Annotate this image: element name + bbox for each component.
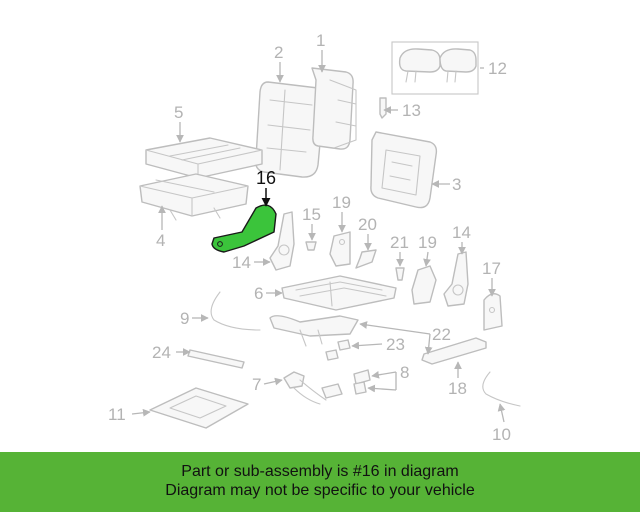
part-20-latch — [355, 249, 377, 269]
leader-lines — [131, 50, 506, 423]
part-19-bracket-left — [329, 231, 351, 267]
part-8-clips — [353, 369, 371, 395]
part-22-handle — [269, 315, 359, 347]
callout-12: 12 — [488, 59, 507, 78]
part-24-trim-strip — [187, 349, 245, 369]
callout-20: 20 — [358, 215, 377, 234]
callout-8: 8 — [400, 363, 409, 382]
part-19-bracket-right — [411, 265, 437, 305]
part-6-seat-track — [281, 275, 397, 311]
part-11-floor-panel — [149, 387, 249, 429]
callout-4: 4 — [156, 231, 165, 250]
part-7-cable — [283, 371, 343, 405]
part-4-seat-cushion-frame — [139, 173, 249, 221]
part-16-seat-side-trim — [211, 204, 277, 253]
part-23-clips — [325, 339, 351, 361]
callout-21: 21 — [390, 233, 409, 252]
callout-17: 17 — [482, 259, 501, 278]
part-14-recliner-right — [443, 251, 469, 307]
part-18-rail — [421, 337, 487, 365]
part-17-end-cover — [483, 293, 503, 331]
callout-1: 1 — [316, 31, 325, 50]
callout-19-right: 19 — [418, 233, 437, 252]
callout-3: 3 — [452, 175, 461, 194]
part-3-seat-back-panel — [370, 131, 438, 209]
callout-13: 13 — [402, 101, 421, 120]
part-13-headrest-guide — [379, 97, 387, 119]
callout-7: 7 — [252, 375, 261, 394]
part-12-headrest — [391, 41, 479, 95]
callout-22: 22 — [432, 325, 451, 344]
callout-15: 15 — [302, 205, 321, 224]
callout-labels: 1 2 12 13 3 5 4 16 15 19 20 14 21 19 14 … — [108, 31, 511, 444]
callout-14-right: 14 — [452, 223, 471, 242]
callout-5: 5 — [174, 103, 183, 122]
info-banner: Part or sub-assembly is #16 in diagram D… — [0, 452, 640, 512]
callout-6: 6 — [254, 284, 263, 303]
part-15-bolt — [305, 241, 317, 251]
banner-line-disclaimer: Diagram may not be specific to your vehi… — [165, 482, 475, 499]
part-21-bolt — [395, 267, 405, 281]
callout-16: 16 — [256, 168, 276, 188]
callout-9: 9 — [180, 309, 189, 328]
callout-18: 18 — [448, 379, 467, 398]
callout-14-left: 14 — [232, 253, 251, 272]
callout-23: 23 — [386, 335, 405, 354]
part-5-seat-cushion — [145, 137, 263, 179]
callout-11: 11 — [108, 405, 126, 424]
callout-24: 24 — [152, 343, 171, 362]
parts-diagram: 1 2 12 13 3 5 4 16 15 19 20 14 21 19 14 … — [108, 31, 521, 444]
part-14-recliner-left — [269, 211, 295, 271]
part-1-seat-back-frame — [311, 67, 357, 150]
callout-10: 10 — [492, 425, 511, 444]
callout-2: 2 — [274, 43, 283, 62]
banner-line-part-number: Part or sub-assembly is #16 in diagram — [181, 463, 459, 480]
callout-19-left: 19 — [332, 193, 351, 212]
part-9-wire — [210, 291, 261, 331]
part-10-wire — [482, 371, 521, 407]
